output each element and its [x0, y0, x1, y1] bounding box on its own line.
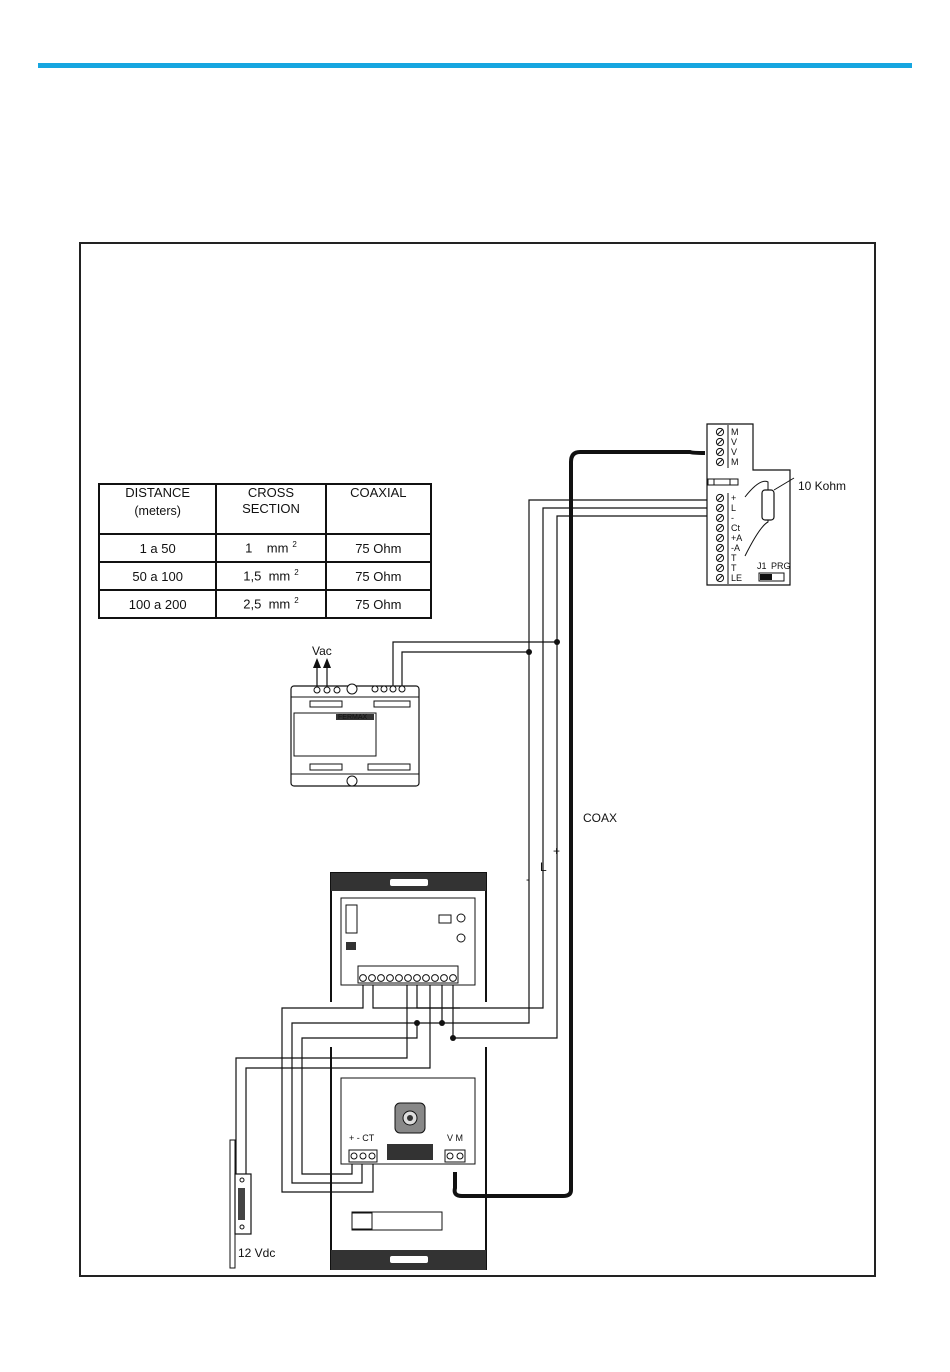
bus-screw — [405, 975, 412, 982]
bus-screw — [432, 975, 439, 982]
bus-terminal-screws — [360, 975, 457, 982]
wire-plus — [453, 516, 712, 1038]
bus-screw — [441, 975, 448, 982]
jumper-label: J1 — [757, 561, 767, 571]
ac-arrow-icon — [313, 658, 321, 668]
door-panel-camera-module — [331, 1047, 486, 1270]
terminal-label: M — [731, 457, 739, 467]
psu-wire-plus — [393, 642, 557, 686]
terminal-label: T — [731, 553, 737, 563]
bus-screw — [369, 975, 376, 982]
power-supply — [291, 658, 419, 786]
prog-label: PRG — [771, 561, 791, 571]
vdc-label: 12 Vdc — [238, 1246, 275, 1260]
terminal-label: V — [731, 437, 737, 447]
line-minus-label: - — [526, 872, 530, 886]
line-l-label: L — [540, 860, 547, 874]
bus-screw — [414, 975, 421, 982]
bus-screw — [378, 975, 385, 982]
terminal-screws — [716, 428, 723, 581]
bus-screw — [396, 975, 403, 982]
video-terminal-label: V M — [447, 1133, 463, 1143]
psu-wire-minus — [402, 652, 529, 686]
terminal-label: + — [731, 493, 736, 503]
terminal-label: LE — [731, 573, 742, 583]
bus-screw — [360, 975, 367, 982]
line-plus-label: + — [553, 844, 560, 858]
terminal-label: L — [731, 503, 736, 513]
bus-screw — [423, 975, 430, 982]
vac-label: Vac — [312, 644, 332, 658]
resistor-label: 10 Kohm — [798, 479, 846, 493]
terminal-label: V — [731, 447, 737, 457]
terminal-label: - — [731, 513, 734, 523]
terminal-label: +A — [731, 533, 742, 543]
terminal-label: Ct — [731, 523, 740, 533]
panel-terminal-label: + - CT — [349, 1133, 375, 1143]
coax-label: COAX — [583, 811, 617, 825]
terminal-label: -A — [731, 543, 740, 553]
brand-logo: FERMAX — [338, 714, 368, 721]
terminal-label: T — [731, 563, 737, 573]
terminal-label: M — [731, 427, 739, 437]
bus-screw — [450, 975, 457, 982]
coax-cable — [455, 452, 705, 1196]
wire-minus — [442, 500, 712, 1023]
door-panel-audio-module — [331, 873, 486, 1002]
bus-screw — [387, 975, 394, 982]
ac-arrow-icon — [323, 658, 331, 668]
